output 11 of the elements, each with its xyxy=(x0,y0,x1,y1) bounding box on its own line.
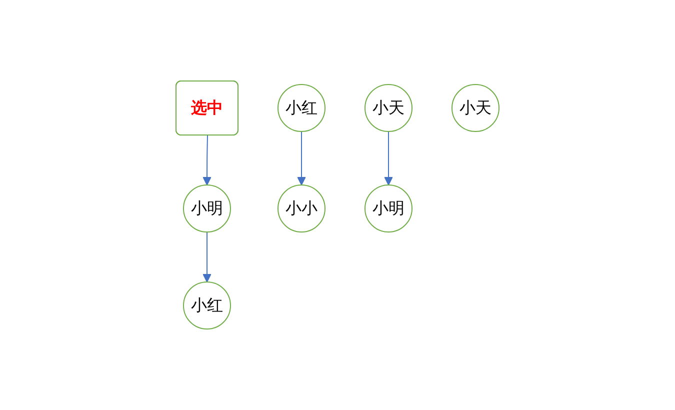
node-circle: 小明 xyxy=(364,184,412,232)
node-circle: 小天 xyxy=(452,84,500,132)
arrow xyxy=(384,131,393,186)
node-circle: 小小 xyxy=(278,184,326,232)
arrow xyxy=(202,135,212,186)
node-circle: 小天 xyxy=(364,84,412,132)
arrow xyxy=(202,232,212,282)
node-circle: 小明 xyxy=(183,184,231,232)
node-circle: 小红 xyxy=(183,282,231,330)
node-circle: 小红 xyxy=(278,84,326,132)
arrow xyxy=(297,131,306,186)
